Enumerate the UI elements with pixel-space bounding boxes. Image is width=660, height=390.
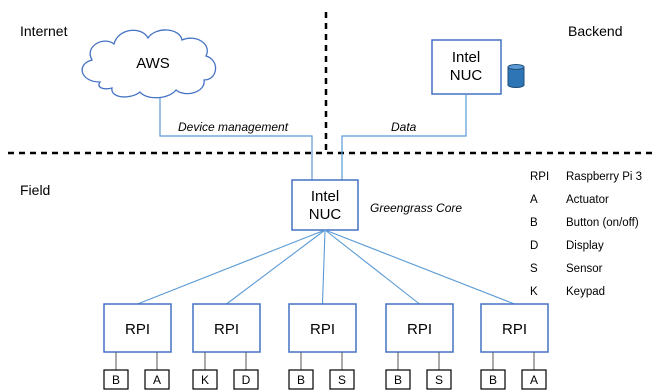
device-management-label: Device management [178, 120, 289, 134]
rpi-node: RPI B A [103, 303, 172, 390]
device-label: B [489, 373, 497, 387]
backend-nuc-node: Intel NUC [431, 39, 502, 95]
rpi-label: RPI [310, 321, 335, 338]
database-icon [507, 64, 525, 88]
backend-nuc-box [431, 39, 502, 95]
data-label: Data [391, 120, 417, 134]
core-nuc-box [291, 179, 359, 231]
region-field-label: Field [20, 182, 50, 198]
legend-meaning: Raspberry Pi 3 [566, 171, 642, 183]
device-box [426, 369, 452, 390]
cloud-icon [81, 29, 217, 99]
aws-label: AWS [136, 55, 170, 72]
core-to-rpi-edge [137, 229, 326, 305]
rpi-label: RPI [125, 321, 150, 338]
core-to-rpi-edge [324, 229, 420, 305]
legend-abbr: B [530, 217, 538, 229]
device-box [192, 369, 218, 390]
backend-nuc-label-line1: Intel [452, 49, 480, 66]
backend-nuc-label-line2: NUC [450, 67, 483, 84]
greengrass-core-label: Greengrass Core [370, 201, 462, 215]
device-label: D [242, 373, 251, 387]
device-box [329, 369, 355, 390]
rpi-node: RPI B A [480, 303, 549, 390]
core-to-rpi-edge [324, 229, 515, 305]
core-nuc-label-line1: Intel [311, 188, 339, 205]
device-box [385, 369, 411, 390]
rpi-box [192, 303, 261, 353]
rpi-label: RPI [502, 321, 527, 338]
device-label: A [530, 373, 538, 387]
rpi-node: RPI B S [385, 303, 454, 390]
rpi-label: RPI [407, 321, 432, 338]
device-box [521, 369, 547, 390]
device-label: S [435, 373, 443, 387]
rpi-box [288, 303, 357, 353]
data-connector [341, 94, 467, 180]
device-box [288, 369, 314, 390]
device-label: A [153, 373, 161, 387]
legend-abbr: RPI [530, 171, 549, 183]
rpi-node: RPI B S [288, 303, 357, 390]
device-box [233, 369, 259, 390]
rpi-layer: RPI B A RPI K D RPI B S RPI B S RPI B A [103, 229, 549, 390]
legend-abbr: A [530, 194, 538, 206]
region-internet-label: Internet [20, 23, 68, 39]
legend-meaning: Button (on/off) [566, 217, 639, 229]
core-to-rpi-edge [321, 229, 326, 305]
device-label: S [338, 373, 346, 387]
device-box [103, 369, 129, 390]
legend-abbr: S [530, 263, 538, 275]
legend-abbr: D [530, 240, 538, 252]
core-nuc-label-line2: NUC [309, 206, 342, 223]
rpi-box [385, 303, 454, 353]
rpi-box [480, 303, 549, 353]
device-box [144, 369, 170, 390]
core-to-rpi-edge [226, 229, 326, 305]
legend-meaning: Display [566, 240, 604, 252]
rpi-node: RPI K D [192, 303, 261, 390]
rpi-label: RPI [214, 321, 239, 338]
region-backend-label: Backend [568, 23, 622, 39]
core-nuc-node: Intel NUC [291, 179, 359, 231]
device-label: B [394, 373, 402, 387]
legend-meaning: Keypad [566, 286, 605, 298]
device-management-connector [159, 98, 313, 180]
legend-abbr: K [530, 286, 538, 298]
device-label: K [201, 373, 209, 387]
legend-meaning: Sensor [566, 263, 603, 275]
device-label: B [297, 373, 305, 387]
device-box [480, 369, 506, 390]
legend-meaning: Actuator [566, 194, 609, 206]
aws-cloud-node: AWS [81, 29, 217, 99]
rpi-box [103, 303, 172, 353]
device-label: B [112, 373, 120, 387]
